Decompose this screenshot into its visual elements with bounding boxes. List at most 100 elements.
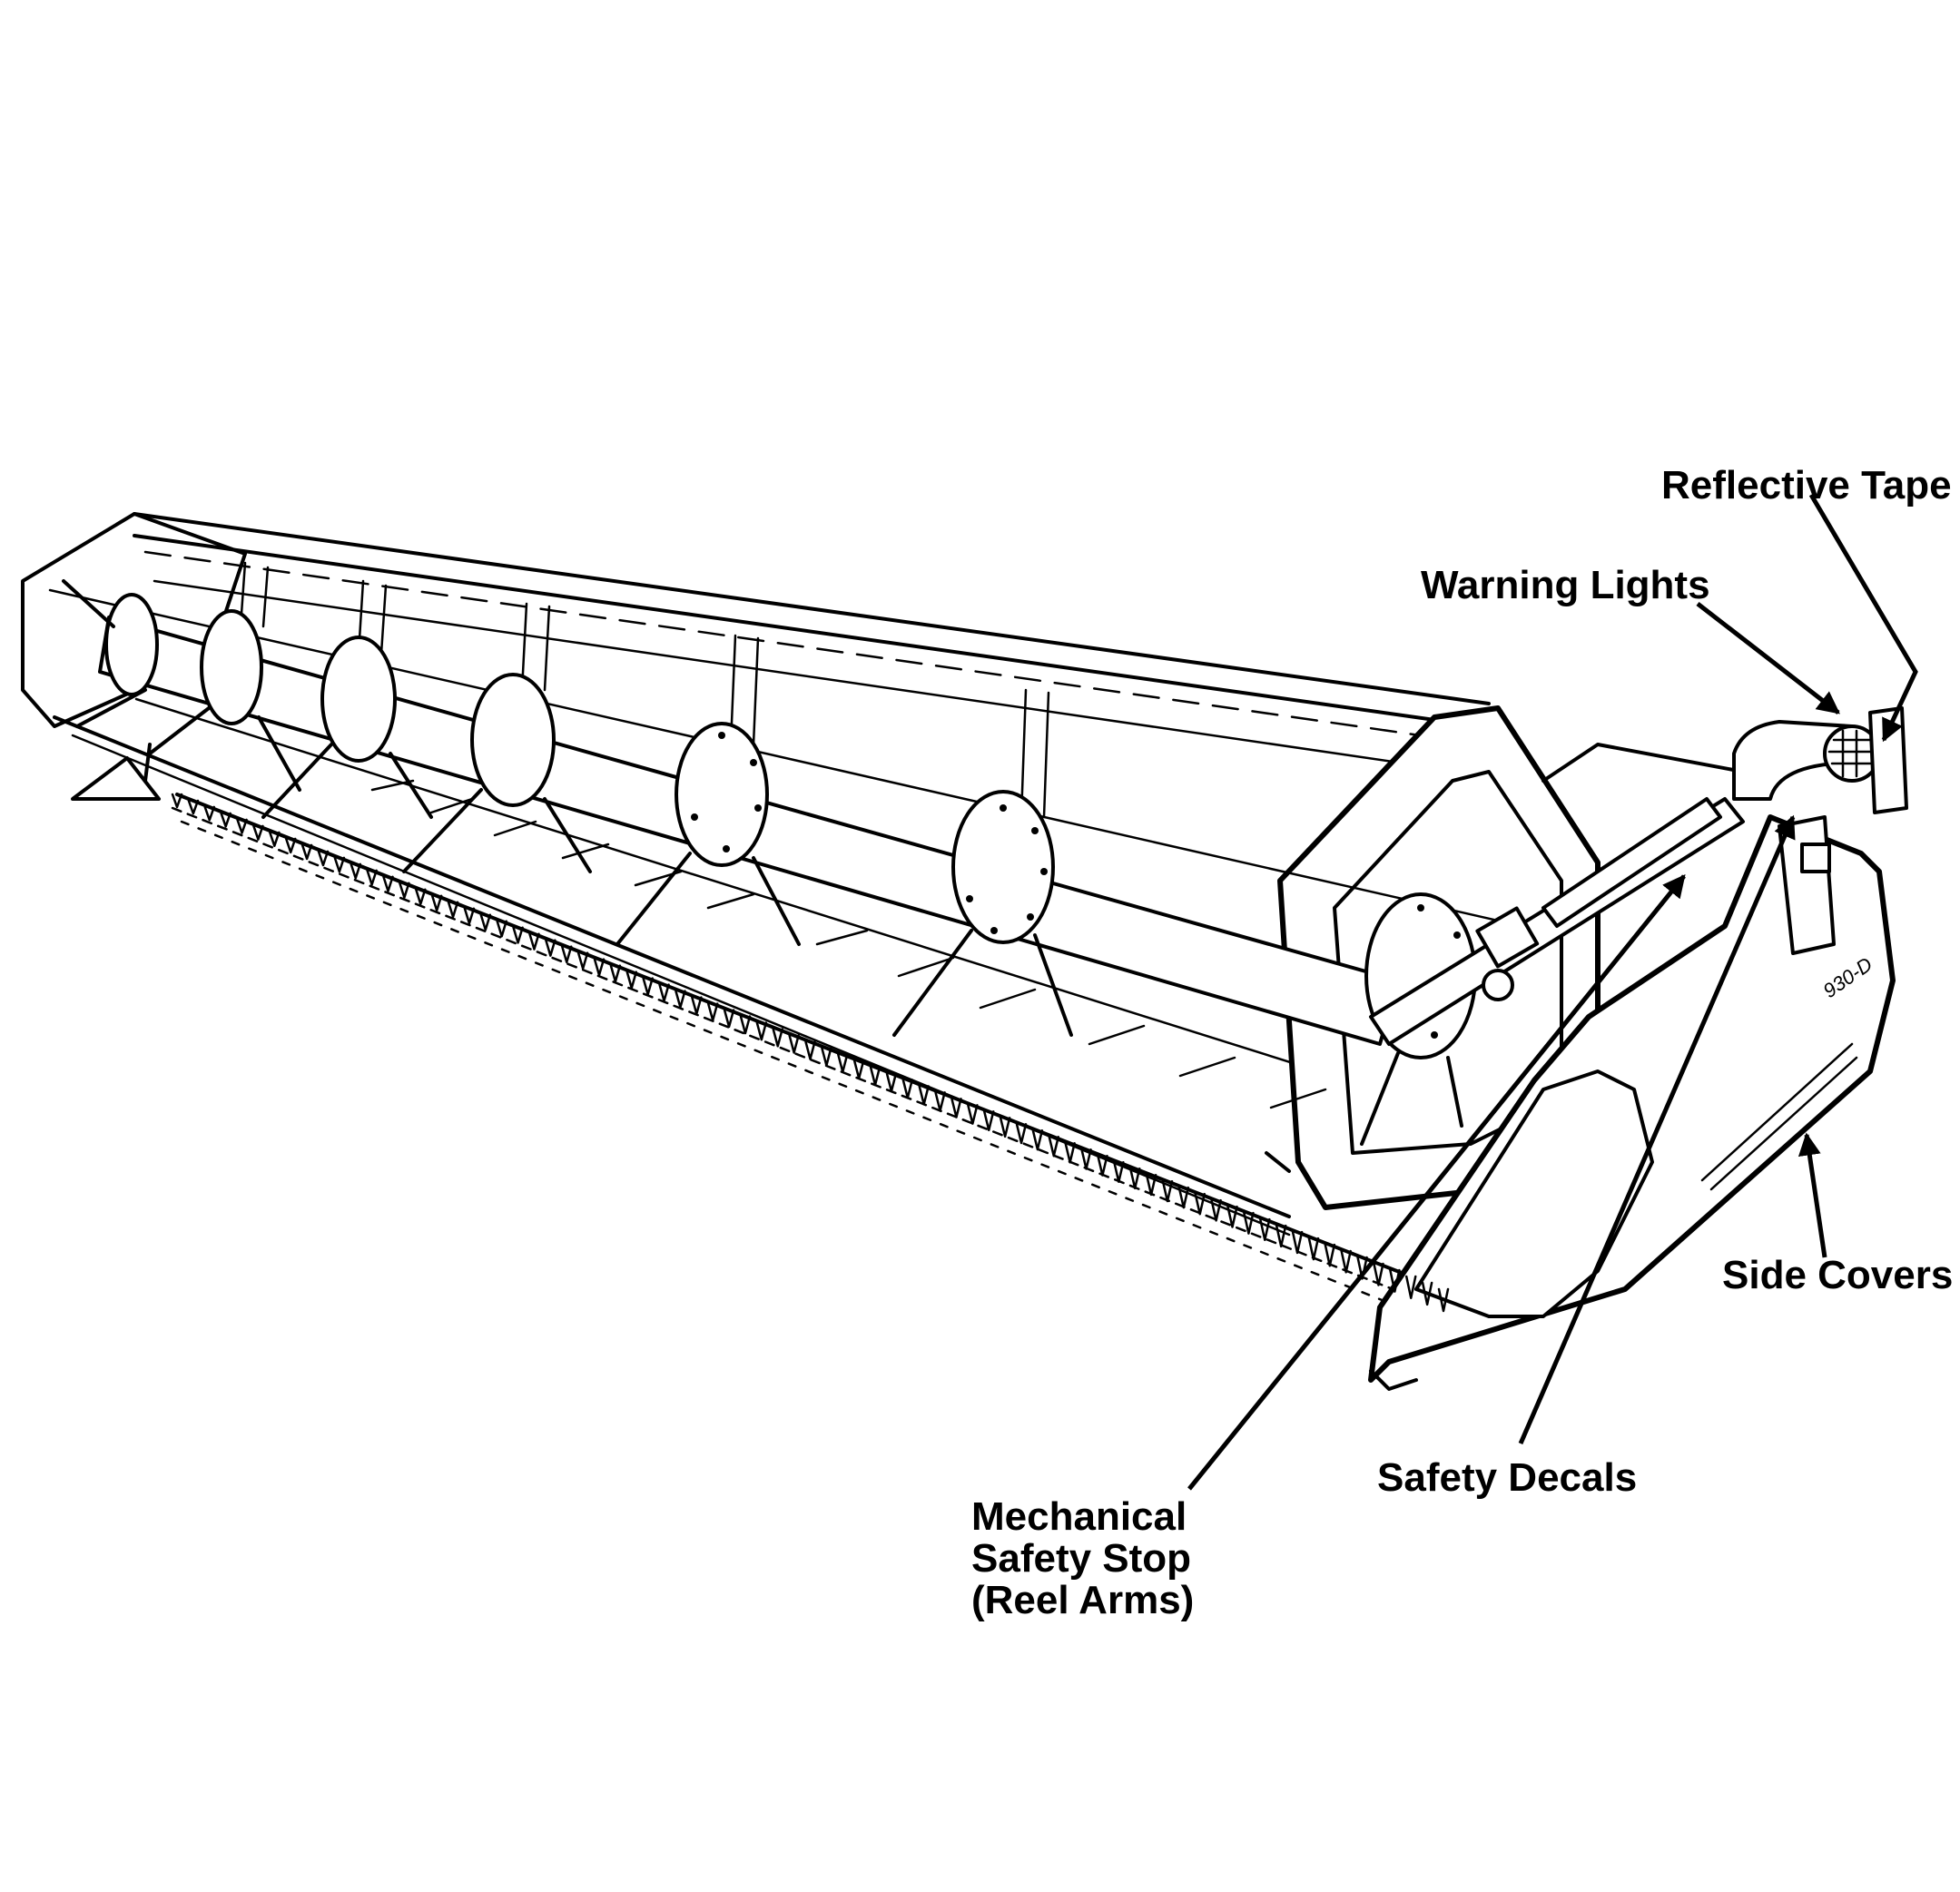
cutter-tooth bbox=[1275, 1224, 1287, 1248]
cutter-tooth bbox=[1259, 1217, 1271, 1241]
cutter-tooth bbox=[658, 983, 670, 1002]
cutter-tooth bbox=[869, 1066, 882, 1087]
cutter-tooth bbox=[918, 1085, 930, 1106]
cutter-tooth bbox=[1243, 1211, 1255, 1235]
cutter-tooth bbox=[1048, 1136, 1060, 1158]
leader-mechanical-safety-stop bbox=[1187, 874, 1686, 1491]
reel-disc-1 bbox=[104, 593, 159, 696]
cutter-tooth bbox=[642, 977, 654, 996]
cutter-tooth bbox=[772, 1028, 783, 1048]
floor-slats bbox=[370, 779, 1327, 1109]
reel-disc-3 bbox=[320, 636, 397, 763]
cutter-tooth bbox=[788, 1034, 800, 1054]
cutter-tooth bbox=[1128, 1167, 1141, 1190]
cutter-tooth bbox=[1015, 1123, 1028, 1145]
cutter-tooth bbox=[691, 996, 703, 1015]
cutter-tooth bbox=[252, 824, 264, 841]
cutter-tooth bbox=[821, 1047, 832, 1067]
reel-bats bbox=[62, 579, 1463, 1173]
cutter-tooth bbox=[382, 875, 394, 892]
cutter-tooth bbox=[350, 862, 361, 880]
cutter-tooth bbox=[1437, 1287, 1450, 1313]
cutter-tooth bbox=[333, 856, 346, 873]
warning-light-assembly bbox=[1732, 706, 1908, 814]
label-mech-line3: (Reel Arms) bbox=[971, 1578, 1195, 1622]
cutter-tooth bbox=[609, 964, 622, 983]
cutter-tooth bbox=[999, 1117, 1011, 1138]
cutter-tooth bbox=[1324, 1243, 1336, 1267]
cutter-tooth bbox=[187, 799, 200, 815]
cutter-tooth bbox=[415, 888, 427, 905]
cutter-tooth bbox=[1177, 1186, 1190, 1209]
cutter-tooth bbox=[1145, 1173, 1157, 1197]
label-warning-lights: Warning Lights bbox=[1421, 563, 1710, 607]
cutter-tooth bbox=[885, 1072, 898, 1093]
cutter-tooth bbox=[1373, 1262, 1384, 1286]
cutter-tooth bbox=[171, 793, 183, 809]
cutter-tooth bbox=[399, 882, 410, 899]
cutter-tooth bbox=[804, 1040, 816, 1060]
cutter-tooth bbox=[236, 818, 248, 834]
cutter-bar bbox=[171, 793, 1445, 1323]
cutter-tooth bbox=[366, 869, 378, 886]
cutter-tooth bbox=[1226, 1205, 1238, 1228]
cutter-tooth bbox=[479, 913, 492, 931]
label-safety-decals: Safety Decals bbox=[1377, 1455, 1638, 1500]
cutter-tooth bbox=[1161, 1179, 1174, 1203]
cutter-teeth bbox=[171, 793, 1450, 1313]
cutter-tooth bbox=[1064, 1142, 1076, 1164]
label-side-covers: Side Covers bbox=[1722, 1253, 1954, 1297]
cutter-tooth bbox=[560, 945, 573, 964]
cutter-tooth bbox=[284, 837, 297, 854]
cutter-tooth bbox=[625, 971, 638, 990]
cutter-tooth bbox=[950, 1098, 962, 1118]
cutter-tooth bbox=[512, 926, 524, 944]
reel-disc-2 bbox=[200, 609, 263, 725]
cutter-tooth bbox=[300, 843, 313, 861]
cutter-tooth bbox=[1210, 1198, 1222, 1222]
reel-lift-arm bbox=[1369, 797, 1745, 1046]
cutter-tooth bbox=[593, 958, 606, 977]
label-reflective-tape: Reflective Tape bbox=[1661, 463, 1952, 507]
label-mechanical-safety-stop: Mechanical Safety Stop (Reel Arms) bbox=[971, 1496, 1194, 1621]
cutter-tooth bbox=[447, 901, 459, 919]
label-mech-line2: Safety Stop bbox=[971, 1536, 1192, 1581]
leader-lines bbox=[1187, 493, 1918, 1491]
cutter-tooth bbox=[269, 831, 281, 847]
cutter-tooth bbox=[545, 939, 556, 957]
cutter-tooth bbox=[463, 907, 476, 925]
cutter-tooth bbox=[1031, 1129, 1044, 1151]
cutter-tooth bbox=[576, 951, 589, 971]
cutter-tooth bbox=[934, 1091, 946, 1112]
cutter-tooth bbox=[1113, 1161, 1125, 1183]
cutter-tooth bbox=[528, 932, 540, 951]
cutter-tooth bbox=[706, 1002, 719, 1022]
cutter-tooth bbox=[982, 1110, 995, 1132]
cutter-tooth bbox=[901, 1079, 914, 1099]
leader-side-covers bbox=[1797, 1132, 1827, 1258]
cutter-tooth bbox=[203, 805, 216, 822]
cutter-tooth bbox=[1097, 1155, 1108, 1177]
cutter-tooth bbox=[220, 812, 231, 828]
cutter-tooth bbox=[755, 1021, 768, 1041]
cutter-tooth bbox=[675, 990, 686, 1009]
side-cover: 930-D bbox=[1368, 814, 1896, 1391]
cutter-tooth bbox=[1194, 1192, 1206, 1216]
cutter-tooth bbox=[1340, 1249, 1352, 1274]
cutter-tooth bbox=[1421, 1281, 1433, 1306]
leader-warning-lights bbox=[1696, 602, 1840, 714]
cutter-tooth bbox=[1356, 1256, 1368, 1280]
cutter-tooth bbox=[1080, 1148, 1092, 1170]
cutter-tooth bbox=[837, 1053, 849, 1073]
reel-disc-4 bbox=[470, 673, 556, 807]
reel-disc-6 bbox=[951, 790, 1055, 944]
reel-disc-5 bbox=[675, 722, 769, 867]
cutter-tooth bbox=[739, 1015, 752, 1035]
cutter-tooth bbox=[496, 920, 507, 938]
cutter-tooth bbox=[1307, 1237, 1320, 1261]
leader-reflective-tape bbox=[1808, 493, 1918, 743]
label-mech-line1: Mechanical bbox=[971, 1494, 1187, 1539]
cutter-tooth bbox=[317, 850, 330, 867]
cutter-tooth bbox=[1291, 1230, 1304, 1255]
